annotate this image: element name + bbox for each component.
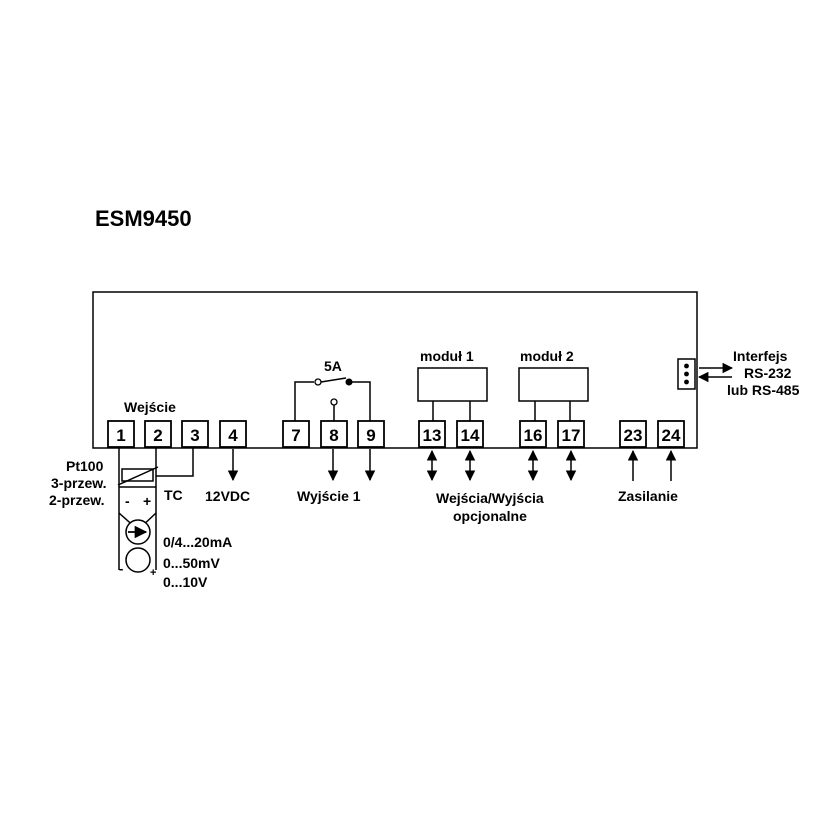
terminal-label: 3 — [190, 426, 199, 445]
interface-label: Interfejs — [733, 348, 788, 364]
vs-minus-label: - — [119, 561, 123, 576]
module1-label: moduł 1 — [420, 348, 474, 364]
interface-rs232-label: RS-232 — [744, 365, 792, 381]
relay-contact — [294, 377, 371, 425]
voltage-source-icon — [125, 547, 151, 573]
interface-rs485-label: lub RS-485 — [727, 382, 800, 398]
terminal-box — [418, 420, 446, 448]
terminal-box — [320, 420, 348, 448]
module2-label: moduł 2 — [520, 348, 574, 364]
terminal-label: 2 — [153, 426, 162, 445]
terminal-label: 7 — [291, 426, 300, 445]
millivolt-range-label: 0...50mV — [163, 555, 220, 571]
tc-minus-label: - — [125, 493, 130, 509]
interface-connector-icon — [677, 358, 696, 390]
terminal-box — [181, 420, 209, 448]
terminal-label: 23 — [624, 426, 643, 445]
terminal-box — [519, 420, 547, 448]
terminal-box — [282, 420, 310, 448]
supply-12vdc-label: 12VDC — [205, 488, 250, 504]
terminal-label: 13 — [423, 426, 442, 445]
terminal-box — [144, 420, 172, 448]
terminal-box — [557, 420, 585, 448]
terminal-label: 17 — [562, 426, 581, 445]
terminal-label: 24 — [662, 426, 681, 445]
volt-range-label: 0...10V — [163, 574, 208, 590]
power-label: Zasilanie — [618, 488, 678, 504]
terminal-box — [456, 420, 484, 448]
terminal-label: 9 — [366, 426, 375, 445]
vs-plus-label: + — [150, 567, 156, 579]
output1-label: Wyjście 1 — [297, 488, 361, 504]
terminal-label: 14 — [461, 426, 480, 445]
terminal-box — [107, 420, 135, 448]
terminal-box — [219, 420, 247, 448]
module2-box — [518, 367, 589, 402]
terminal-box — [619, 420, 647, 448]
terminal-box — [357, 420, 385, 448]
io-label-line1: Wejścia/Wyjścia — [436, 490, 544, 506]
relay-rating-label: 5A — [324, 358, 342, 374]
terminal-label: 1 — [116, 426, 125, 445]
pt100-label: Pt100 — [66, 458, 104, 474]
terminal-label: 16 — [524, 426, 543, 445]
device-housing — [92, 291, 698, 449]
io-label-line2: opcjonalne — [453, 508, 527, 524]
tc-plus-label: + — [143, 493, 151, 509]
two-wire-label: 2-przew. — [49, 492, 105, 508]
terminal-label: 8 — [329, 426, 338, 445]
three-wire-label: 3-przew. — [51, 475, 107, 491]
module1-box — [417, 367, 488, 402]
terminal-label: 4 — [228, 426, 238, 445]
tc-label: TC — [164, 487, 183, 503]
device-title: ESM9450 — [95, 206, 192, 231]
terminal-box — [657, 420, 685, 448]
sensor-wiring — [117, 447, 194, 570]
current-source-icon — [125, 519, 151, 545]
input-label: Wejście — [124, 399, 176, 415]
current-range-label: 0/4...20mA — [163, 534, 232, 550]
